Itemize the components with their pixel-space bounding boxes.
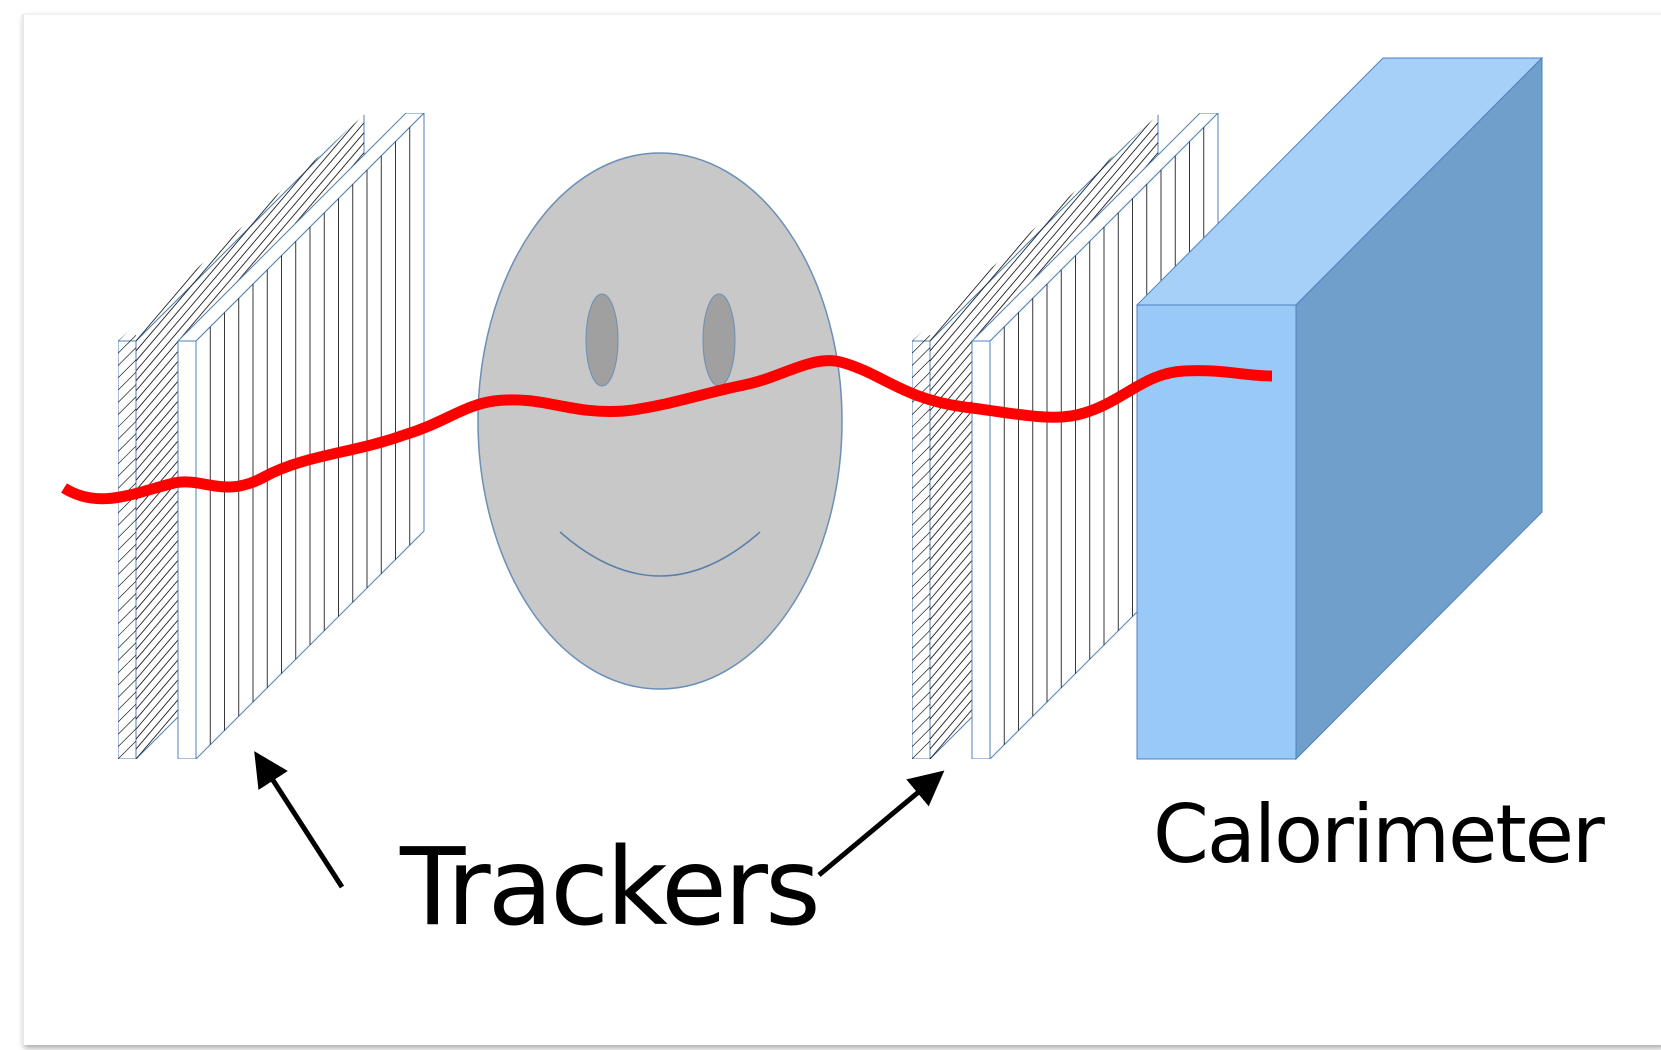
tracker-left-plate-1-edge-hatch	[118, 740, 137, 759]
tracker-left-plate-1-edge-hatch	[118, 335, 137, 354]
tracker-right-plate-1-edge-hatch	[912, 531, 931, 551]
tracker-right-plate-1-edge-hatch	[912, 445, 931, 465]
tracker-left-plate-1-hatch	[135, 132, 365, 402]
tracker-right-plate-2-top	[970, 113, 1220, 342]
tracker-right-plate-1-edge-hatch	[912, 359, 931, 379]
tracker-left-plate-1-edge-hatch	[118, 507, 137, 526]
tracker-right-plate-1-edge-hatch	[912, 371, 931, 391]
arrow-to-left-tracker	[254, 751, 345, 889]
tracker-right-plate-1-edge-hatch	[912, 507, 931, 526]
calorimeter-label: Calorimeter	[1153, 788, 1605, 881]
tracker-right-plate-1-edge-hatch	[912, 642, 931, 661]
tracker-left-plate-1-edge-hatch	[118, 433, 137, 452]
tracker-left	[118, 113, 426, 759]
tracker-right-plate-1-edge-hatch	[912, 654, 931, 674]
tracker-left-plate-1-edge	[118, 340, 137, 759]
tracker-right-plate-1-edge-hatch	[912, 421, 931, 440]
tracker-right-plate-1-edge-hatch	[912, 519, 931, 538]
tracker-right-plate-1-edge-hatch	[912, 556, 931, 575]
tracker-right-plate-1-edge-hatch	[912, 716, 931, 735]
left-eye	[585, 293, 619, 387]
tracker-right-plate-1-hatch	[929, 113, 1159, 382]
detector-figure: Trackers Calorimeter	[22, 14, 1661, 1045]
face-outline	[477, 152, 843, 690]
tracker-left-plate-1-edge-hatch	[118, 531, 137, 551]
tracker-right-plate-1-edge-hatch	[912, 470, 931, 489]
right-eye	[702, 293, 736, 387]
tracker-right	[912, 113, 1220, 759]
tracker-left-plate-1-edge-hatch	[118, 617, 137, 637]
tracker-left-planes	[118, 113, 426, 759]
tracker-right-plate-1-edge-hatch	[912, 335, 931, 354]
tracker-left-plate-1-hatch	[135, 113, 365, 382]
detector-diagram	[61, 56, 1544, 889]
tracker-right-planes	[912, 113, 1220, 759]
tracker-left-plate-1-edge-hatch	[118, 470, 137, 489]
smiley-face-icon	[477, 152, 843, 690]
tracker-right-plate-1-edge-hatch	[912, 494, 931, 514]
tracker-right-plate-1-edge-hatch	[912, 457, 931, 477]
tracker-left-plate-1-edge-hatch	[118, 568, 137, 588]
tracker-right-plate-1-edge-hatch	[912, 630, 931, 649]
tracker-left-plate-1-edge-hatch	[118, 396, 137, 416]
tracker-right-plate-1-edge-hatch	[912, 740, 931, 759]
tracker-left-plate-1-edge-hatch	[118, 642, 137, 661]
tracker-left-plate-1-edge-hatch	[118, 371, 137, 391]
tracker-right-plate-1-edge-hatch	[912, 691, 931, 711]
smile	[559, 531, 761, 577]
tracker-left-plate-1-edge-hatch	[118, 359, 137, 379]
trackers-label: Trackers	[400, 826, 821, 950]
tracker-left-plate-1-edge-hatch	[118, 457, 137, 477]
tracker-right-plate-1-edge-hatch	[912, 666, 931, 686]
tracker-right-plate-1-edge-hatch	[912, 605, 931, 625]
tracker-right-plate-1-edge-hatch	[912, 617, 931, 637]
tracker-right-plate-1-edge-hatch	[912, 703, 931, 723]
tracker-left-plate-1-edge-hatch	[118, 580, 137, 600]
tracker-left-plate-1-edge-hatch	[118, 593, 137, 612]
tracker-right-plate-1-edge-hatch	[912, 580, 931, 600]
tracker-left-plate-1-edge-hatch	[118, 544, 137, 563]
tracker-left-plate-2-edge	[177, 340, 197, 759]
tracker-left-plate-1-edge-hatch	[118, 384, 137, 403]
tracker-right-plate-1-edge-hatch	[912, 593, 931, 612]
tracker-left-plate-1-edge-hatch	[118, 728, 137, 747]
tracker-right-plate-1-edge-hatch	[912, 679, 931, 698]
tracker-left-plate-1-edge-hatch	[118, 654, 137, 674]
tracker-left-plate-1-edge-hatch	[118, 408, 137, 428]
particle-track	[61, 355, 1273, 505]
tracker-right-plate-1-edge-hatch	[912, 544, 931, 563]
tracker-right-plate-1-edge-hatch	[912, 568, 931, 588]
tracker-left-plate-1-hatch	[135, 122, 365, 392]
tracker-left-plate-1-edge-hatch	[118, 666, 137, 686]
tracker-left-plate-1-edge-hatch	[118, 716, 137, 735]
tracker-left-plate-1-edge-hatch	[118, 445, 137, 465]
tracker-left-plate-1-edge-hatch	[118, 347, 137, 366]
tracker-right-plate-1-edge-hatch	[912, 728, 931, 747]
tracker-left-plate-1-edge-hatch	[118, 519, 137, 538]
tracker-right-plate-1-edge-hatch	[912, 347, 931, 366]
tracker-left-plate-1-edge-hatch	[118, 605, 137, 625]
tracker-right-plate-1-hatch	[929, 132, 1159, 402]
tracker-left-plate-2-top	[176, 113, 426, 342]
tracker-left-plate-1-edge-hatch	[118, 630, 137, 649]
tracker-right-plate-1-hatch	[929, 122, 1159, 392]
arrow-to-right-tracker	[817, 770, 945, 877]
tracker-left-plate-1-edge-hatch	[118, 691, 137, 711]
tracker-left-plate-1-edge-hatch	[118, 421, 137, 440]
tracker-left-plate-1-edge-hatch	[118, 556, 137, 575]
tracker-right-plate-1-edge-hatch	[912, 433, 931, 452]
tracker-left-plate-1-edge-hatch	[118, 703, 137, 723]
tracker-right-plate-1-edge-hatch	[912, 408, 931, 428]
tracker-left-plate-1-edge-hatch	[118, 679, 137, 698]
tracker-right-plate-1-edge-hatch	[912, 482, 931, 502]
